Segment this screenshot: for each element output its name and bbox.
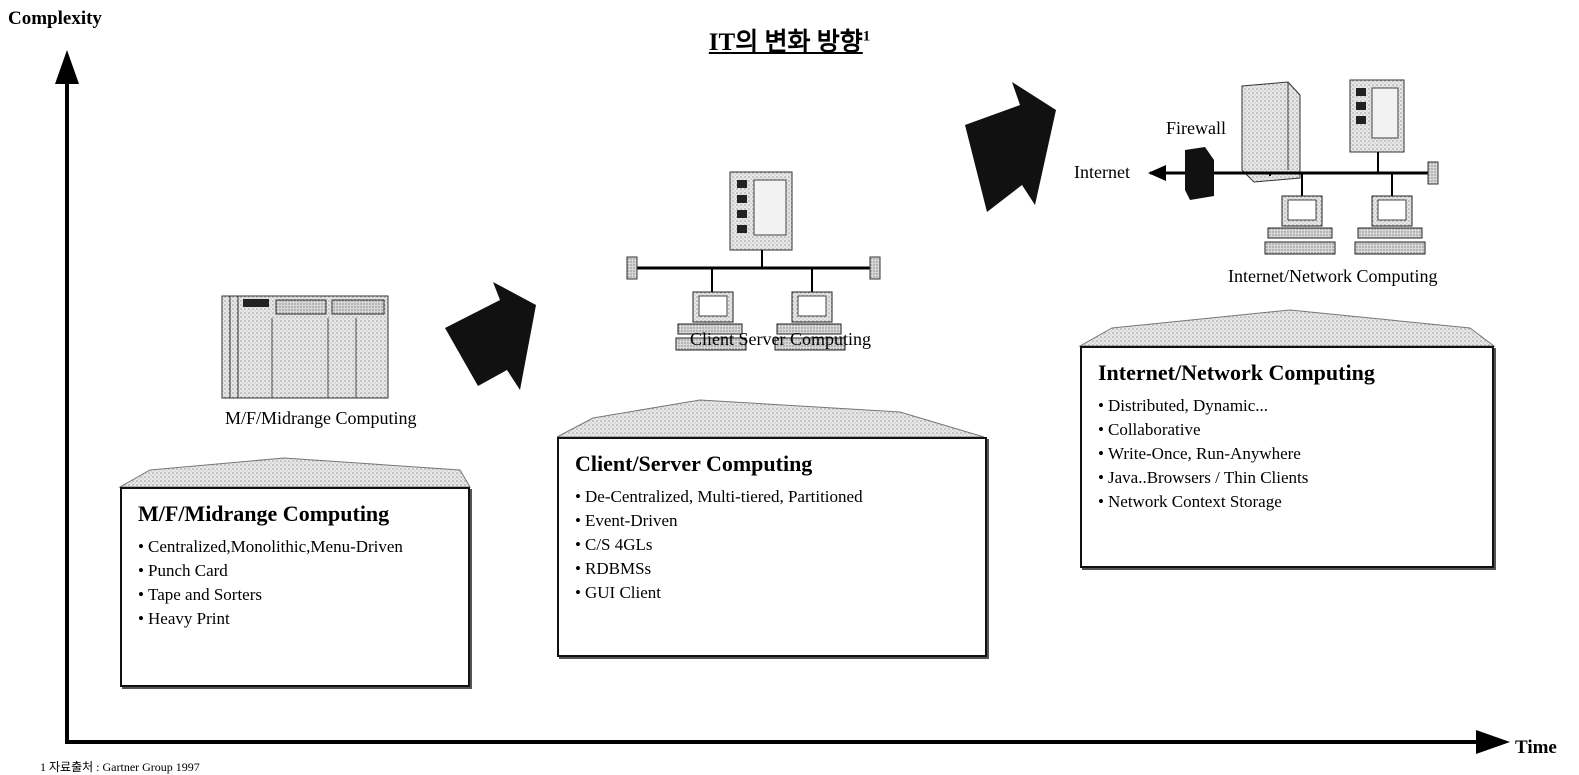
list-item: •Punch Card	[138, 561, 228, 580]
list-item: •Java..Browsers / Thin Clients	[1098, 468, 1309, 487]
panel-title: M/F/Midrange Computing	[138, 501, 390, 526]
stage-3-caption: Internet/Network Computing	[1228, 266, 1438, 286]
list-item: •GUI Client	[575, 583, 662, 602]
internet-label: Internet	[1074, 162, 1130, 182]
list-item: •C/S 4GLs	[575, 535, 653, 554]
firewall-label: Firewall	[1166, 118, 1226, 138]
stage-1-caption: M/F/Midrange Computing	[225, 408, 417, 428]
client-server-network-icon	[626, 171, 881, 351]
y-axis	[55, 50, 79, 742]
list-item: •Write-Once, Run-Anywhere	[1098, 444, 1301, 463]
mainframe-icon	[221, 295, 389, 399]
list-item: •De-Centralized, Multi-tiered, Partition…	[575, 487, 863, 506]
feature-list: •De-Centralized, Multi-tiered, Partition…	[575, 485, 969, 605]
title-text: IT의 변화 방향	[708, 29, 863, 56]
list-item: •Network Context Storage	[1098, 492, 1282, 511]
list-item: •Event-Driven	[575, 511, 678, 530]
x-axis	[65, 730, 1510, 754]
list-item: •Distributed, Dynamic...	[1098, 396, 1269, 415]
panel-internet-network: Internet/Network Computing •Distributed,…	[1080, 346, 1494, 568]
feature-list: •Centralized,Monolithic,Menu-Driven •Pun…	[138, 535, 452, 631]
stage-2-caption: Client Server Computing	[690, 329, 871, 349]
panel-title: Client/Server Computing	[575, 451, 813, 476]
list-item: •RDBMSs	[575, 559, 652, 578]
panel-roof-1	[118, 457, 471, 488]
panel-roof-3	[1078, 309, 1496, 347]
transition-arrow-2	[965, 82, 1056, 212]
transition-arrow-1	[445, 282, 536, 390]
internet-network-icon	[1148, 79, 1439, 255]
list-item: •Heavy Print	[138, 609, 230, 628]
panel-title: Internet/Network Computing	[1098, 360, 1375, 385]
footnote: 1 자료출처 : Gartner Group 1997	[40, 760, 200, 774]
panel-client-server: Client/Server Computing •De-Centralized,…	[557, 437, 987, 657]
list-item: •Centralized,Monolithic,Menu-Driven	[138, 537, 403, 556]
panel-mf-midrange: M/F/Midrange Computing •Centralized,Mono…	[120, 487, 470, 687]
panel-roof-2	[556, 399, 985, 438]
list-item: •Tape and Sorters	[138, 585, 262, 604]
y-axis-label: Complexity	[8, 8, 102, 29]
x-axis-label: Time	[1515, 737, 1557, 758]
feature-list: •Distributed, Dynamic... •Collaborative …	[1098, 394, 1476, 514]
page-title: IT의 변화 방향1	[0, 22, 1579, 58]
list-item: •Collaborative	[1098, 420, 1201, 439]
title-footnote-ref: 1	[862, 28, 871, 45]
